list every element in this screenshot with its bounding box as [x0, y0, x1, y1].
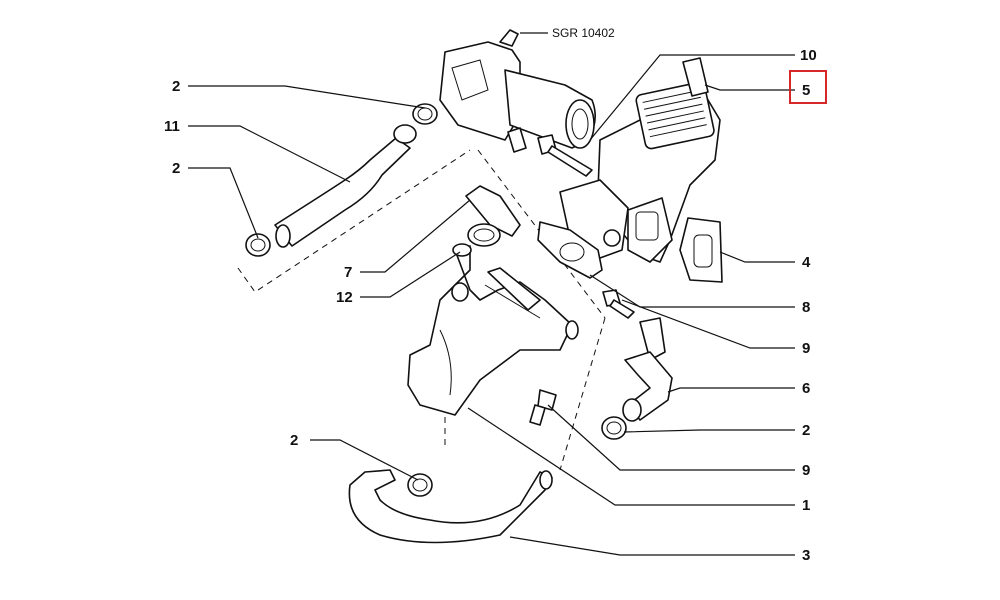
- callout-6: 6: [802, 380, 810, 397]
- callout-4: 4: [802, 254, 811, 271]
- callout-10: 10: [800, 47, 817, 64]
- hose-clamp-right: [601, 416, 627, 440]
- highlight-box: [789, 70, 827, 104]
- assembly-guide-lines: [237, 149, 606, 471]
- flange-7: [465, 185, 521, 247]
- callout-2-top: 2: [172, 78, 180, 95]
- callout-3: 3: [802, 547, 810, 564]
- hose-clamp-top: [412, 103, 438, 125]
- hose-3: [348, 469, 553, 544]
- callout-12: 12: [336, 289, 353, 306]
- hose-clamp-left: [245, 233, 271, 257]
- leader-lines: [188, 32, 795, 556]
- callout-2-bottom: 2: [290, 432, 298, 449]
- egr-bolt: [537, 134, 593, 177]
- callout-8: 8: [802, 299, 810, 316]
- callout-2-right: 2: [802, 422, 810, 439]
- callout-9-lower: 9: [802, 462, 810, 479]
- egr-valve: [559, 57, 721, 263]
- gasket-8: [537, 221, 603, 279]
- gasket-4: [679, 217, 723, 283]
- callout-1: 1: [802, 497, 810, 514]
- pipe-manifold-1: [407, 243, 579, 416]
- callout-9-upper: 9: [802, 340, 810, 357]
- drawing-code: SGR 10402: [552, 26, 615, 40]
- bolt-9-upper: [602, 289, 635, 319]
- callout-11: 11: [164, 118, 180, 135]
- elbow-pipe-6: [622, 317, 673, 422]
- callout-2-left: 2: [172, 160, 180, 177]
- hose-clamp-bottom: [407, 473, 433, 497]
- callout-5: 5: [802, 82, 810, 99]
- bolt-9-lower: [529, 389, 557, 426]
- thermostat-housing: [439, 29, 596, 153]
- hose-11: [274, 124, 417, 248]
- callout-7: 7: [344, 264, 352, 281]
